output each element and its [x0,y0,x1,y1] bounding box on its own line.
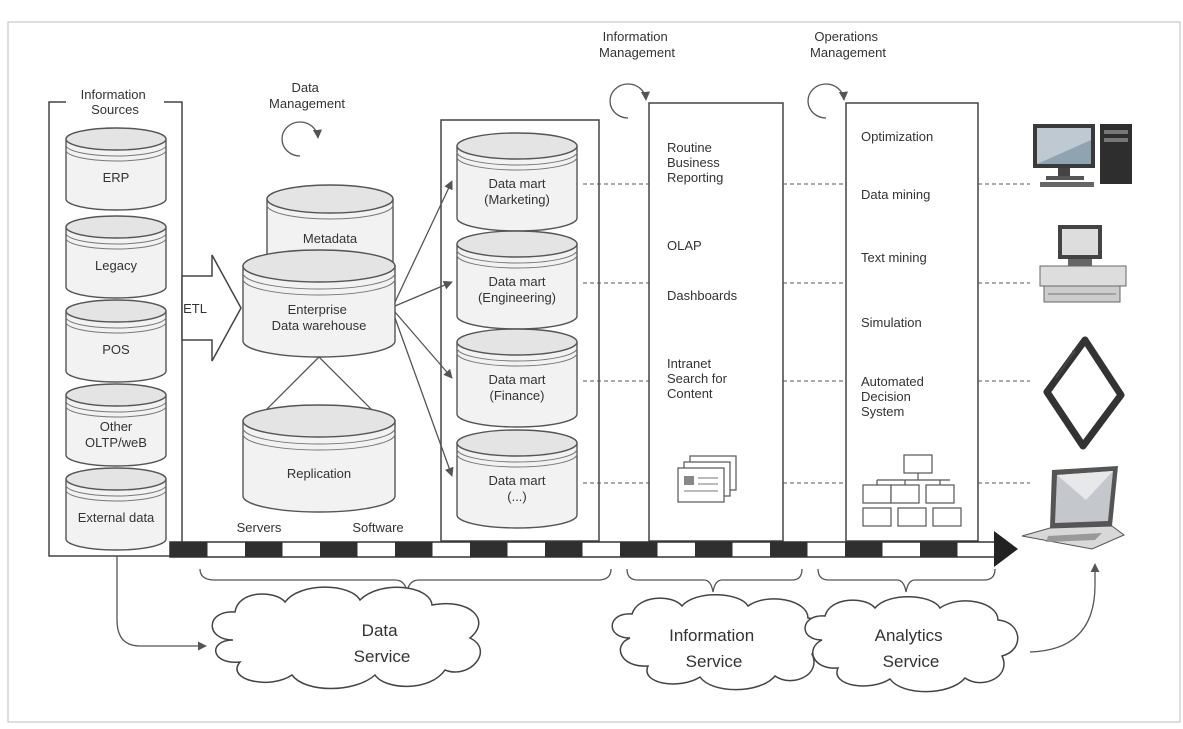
data-management-line-1: Data [291,80,319,95]
information-management-line-2: Management [599,45,675,60]
data-service-line-2: Service [354,647,411,666]
data-management-line-2: Management [269,96,345,111]
laptop-icon [1021,466,1125,550]
data-service-cloud: Data Service [211,586,482,690]
analytics-service-line-2: Service [883,652,940,671]
documents-icon [677,455,737,503]
analytics-service-line-1: Analytics [875,626,943,645]
network-icon [862,454,962,527]
workstation-icon [1039,225,1127,303]
data-mart-cylinder: Data mart(...) [456,429,578,529]
source-label: Legacy [95,258,137,273]
operations-management-item: Optimization [861,129,933,144]
data-mart-label: Data mart(Engineering) [478,274,556,305]
data-management-cycle-icon [281,121,323,157]
warehouse-label: Enterprise Data warehouse [272,302,367,333]
operations-management-cycle-icon [807,83,849,119]
source-label: ERP [103,170,130,185]
operations-management-item: Text mining [861,250,927,265]
data-mart-label: Data mart(Finance) [488,372,545,403]
sources-title: Information Sources [81,87,150,117]
device-connectors [583,183,1030,484]
analytics-service-label: Analytics Service [875,626,948,671]
information-management-line-1: Information [603,29,668,44]
data-mart-cylinders: Data mart(Marketing) Data mart(Engineerin… [456,132,578,529]
operations-management-item: Simulation [861,315,922,330]
source-cylinder: ERP [65,127,167,211]
enterprise-bus [169,531,1018,567]
data-mart-label: Data mart(...) [488,473,545,504]
analytics-service-brace [817,568,996,593]
data-service-label: Data Service [354,621,411,666]
source-label: External data [78,510,155,525]
operations-management-label: Operations Management [810,29,886,60]
replication-cylinder: Replication [242,404,396,513]
information-management-item: OLAP [667,238,702,253]
operations-management-line-1: Operations [814,29,878,44]
sources-to-data-service-arrow [116,556,207,651]
outer-frame [7,21,1181,723]
warehouse-cylinder: Enterprise Data warehouse [242,249,396,358]
etl-arrow [181,254,242,362]
source-cylinder: External data [65,467,167,551]
warehouse-line-1: Enterprise [288,302,347,317]
information-management-label: Information Management [599,29,675,60]
tablet-icon [1043,336,1125,450]
information-management-cycle-icon [609,83,651,119]
source-label: POS [102,342,130,357]
information-service-line-2: Service [686,652,743,671]
source-cylinder: Legacy [65,215,167,299]
warehouse-line-2: Data warehouse [272,318,367,333]
source-cylinder: POS [65,299,167,383]
information-management-item: Dashboards [667,288,738,303]
metadata-label: Metadata [303,231,358,246]
information-service-label: Information Service [669,626,759,671]
bus-software-label: Software [352,520,403,535]
analytics-service-cloud: Analytics Service [804,596,1019,693]
data-mart-label: Data mart(Marketing) [484,176,550,207]
etl-label: ETL [183,301,207,316]
sources-title-line-1: Information [81,87,146,102]
information-service-cloud: Information Service [611,594,829,691]
replication-label: Replication [287,466,351,481]
operations-management-line-2: Management [810,45,886,60]
information-service-brace [626,568,803,593]
analytics-to-laptop-arrow [1029,563,1100,653]
desktop-computer-icon [1033,124,1132,187]
data-service-line-1: Data [362,621,398,640]
bus-servers-label: Servers [237,520,282,535]
sources-title-line-2: Sources [91,102,139,117]
warehouse-to-mart-arrows [394,180,454,477]
data-mart-cylinder: Data mart(Marketing) [456,132,578,232]
information-service-line-1: Information [669,626,754,645]
data-mart-cylinder: Data mart(Engineering) [456,230,578,330]
data-management-label: Data Management [269,80,345,111]
operations-management-item: Data mining [861,187,930,202]
data-mart-cylinder: Data mart(Finance) [456,328,578,428]
